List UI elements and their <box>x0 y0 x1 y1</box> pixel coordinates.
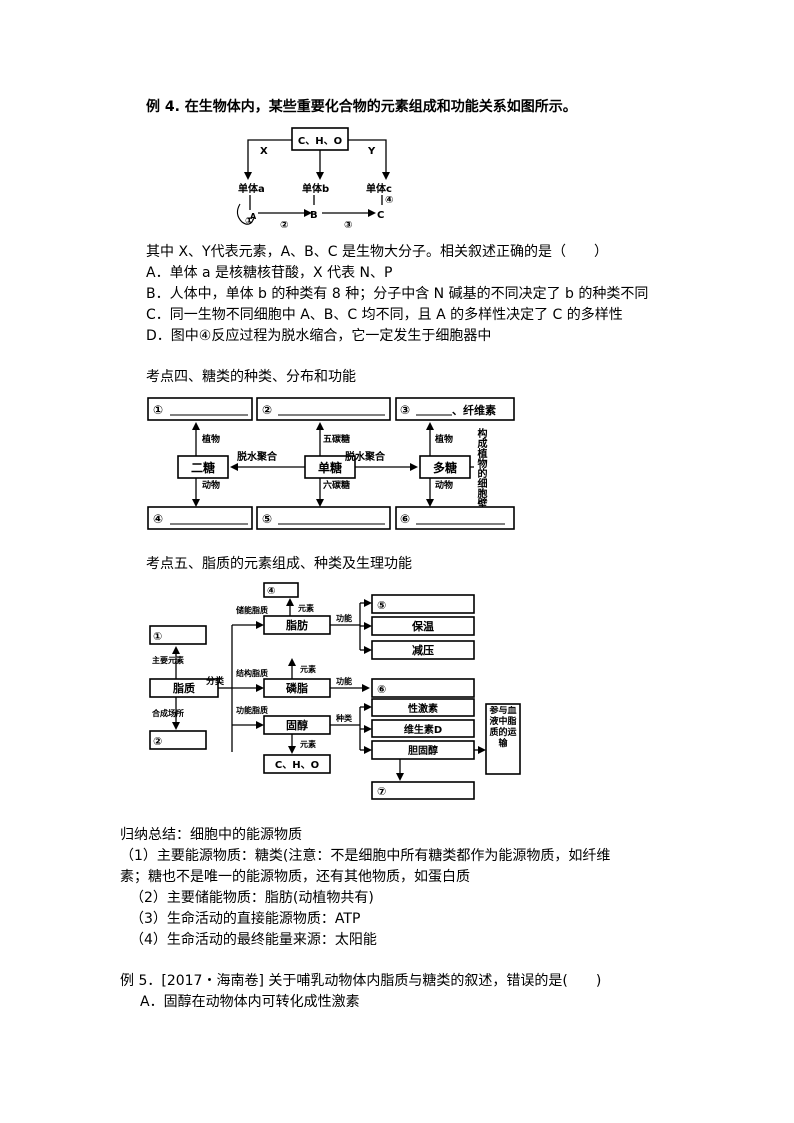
diag1-unit-b: 单体b <box>302 182 329 195</box>
k4-c6: ⑥ <box>400 512 410 526</box>
k5-syn: 合成场所 <box>151 708 184 718</box>
k5-title: 考点五、脂质的元素组成、种类及生理功能 <box>146 556 412 572</box>
k5-c2: ② <box>153 735 162 748</box>
k4-plant2: 植物 <box>434 433 453 445</box>
k5-store: 储能脂质 <box>235 605 268 615</box>
k5-gn1: 功能 <box>336 613 352 623</box>
k4-duo: 多糖 <box>433 460 457 475</box>
k4-dehy2: 脱水聚合 <box>345 450 386 463</box>
summary-line4: （4）生命活动的最终能量来源：太阳能 <box>130 932 377 948</box>
k5-phos: 磷脂 <box>286 681 308 695</box>
summary-line2: （2）主要储能物质：脂肪(动植物共有) <box>130 890 374 906</box>
diag1-x-label: X <box>260 146 268 157</box>
k5-warm: 保温 <box>411 619 434 633</box>
k4-c2: ② <box>262 403 272 417</box>
diag1-top-label: C、H、O <box>298 136 342 147</box>
k4-six: 六碳糖 <box>323 479 350 491</box>
k5-fenlei: 分类 <box>206 675 225 687</box>
diag1-A: A <box>250 212 257 221</box>
k5-funcl: 功能脂质 <box>236 705 268 715</box>
k5-cho: C、H、O <box>275 760 319 771</box>
k4-func: 构成植物的细胞壁 <box>475 428 486 508</box>
diag1-unit-a: 单体a <box>238 182 265 195</box>
diag1-y-label: Y <box>367 146 376 157</box>
diag1-circ1: ① <box>245 216 253 227</box>
k4-c1: ① <box>153 403 163 417</box>
k5-vd: 维生素D <box>404 723 442 736</box>
k4-animal1: 动物 <box>202 479 220 491</box>
summary-title: 归纳总结：细胞中的能源物质 <box>120 827 302 843</box>
k5-gn2: 功能 <box>336 676 352 686</box>
k4-title: 考点四、糖类的种类、分布和功能 <box>146 369 356 385</box>
k5-elem2: 元素 <box>300 664 316 674</box>
k5-sex: 性激素 <box>407 702 438 715</box>
ex4-option-d: D．图中④反应过程为脱水缩合，它一定发生于细胞器中 <box>146 328 492 344</box>
ex4-title: 例 4. 在生物体内，某些重要化合物的元素组成和功能关系如图所示。 <box>146 99 577 115</box>
k5-elem3: 元素 <box>300 739 316 749</box>
diag1-C: C <box>377 210 384 221</box>
k5-c1: ① <box>153 630 162 643</box>
diag1-circ3: ③ <box>344 220 352 231</box>
k4-dan: 单糖 <box>318 460 342 475</box>
k5-gn3: 种类 <box>335 713 352 723</box>
ex4-option-a: A．单体 a 是核糖核苷酸，X 代表 N、P <box>146 265 393 281</box>
k5-c5: ⑤ <box>377 599 386 612</box>
k4-c3: ③ <box>400 403 410 417</box>
summary-line1: （1）主要能源物质：糖类(注意：不是细胞中所有糖类都作为能源物质，如纤维 <box>120 848 611 864</box>
ex4-option-c: C．同一生物不同细胞中 A、B、C 均不同，且 A 的多样性决定了 C 的多样性 <box>146 307 623 323</box>
diag1-B: B <box>310 210 318 221</box>
k5-fat: 脂肪 <box>285 618 308 632</box>
diag1-circ2: ② <box>280 220 288 231</box>
k4-animal2: 动物 <box>435 479 453 491</box>
k5-c6: ⑥ <box>377 683 386 696</box>
k5-zhizhi: 脂质 <box>172 681 195 695</box>
k5-c4: ④ <box>267 586 275 597</box>
ex4-question: 其中 X、Y代表元素，A、B、C 是生物大分子。相关叙述正确的是（ ） <box>146 244 608 260</box>
ex5-title: 例 5．[2017・海南卷] 关于哺乳动物体内脂质与糖类的叙述，错误的是( ) <box>120 973 602 989</box>
k5-struct: 结构脂质 <box>236 668 268 678</box>
k5-chol: 胆固醇 <box>408 744 438 757</box>
k5-ster: 固醇 <box>286 718 308 732</box>
k5-c7: ⑦ <box>377 785 386 798</box>
k4-c5: ⑤ <box>262 512 272 526</box>
summary-line1b: 素；糖也不是唯一的能源物质，还有其他物质，如蛋白质 <box>120 869 470 885</box>
k5-main: 主要元素 <box>152 655 184 665</box>
k4-five: 五碳糖 <box>323 433 350 445</box>
k4-c4: ④ <box>153 512 163 526</box>
diag1-circ4: ④ <box>385 195 393 206</box>
diag1-unit-c: 单体c <box>366 182 392 195</box>
k4-plant1: 植物 <box>201 433 220 445</box>
k5-buffer: 减压 <box>412 643 434 657</box>
ex5-option-a: A．固醇在动物体内可转化成性激素 <box>140 994 360 1010</box>
summary-line3: （3）生命活动的直接能源物质：ATP <box>130 911 361 927</box>
k4-c3b: 、纤维素 <box>452 403 496 417</box>
k4-er: 二糖 <box>191 460 215 475</box>
k4-dehy1: 脱水聚合 <box>237 450 278 463</box>
ex4-option-b: B．人体中，单体 b 的种类有 8 种；分子中含 N 碱基的不同决定了 b 的种… <box>146 286 649 302</box>
k5-elem1: 元素 <box>298 603 314 613</box>
k5-role: 参与血液中脂质的运输 <box>489 706 517 749</box>
